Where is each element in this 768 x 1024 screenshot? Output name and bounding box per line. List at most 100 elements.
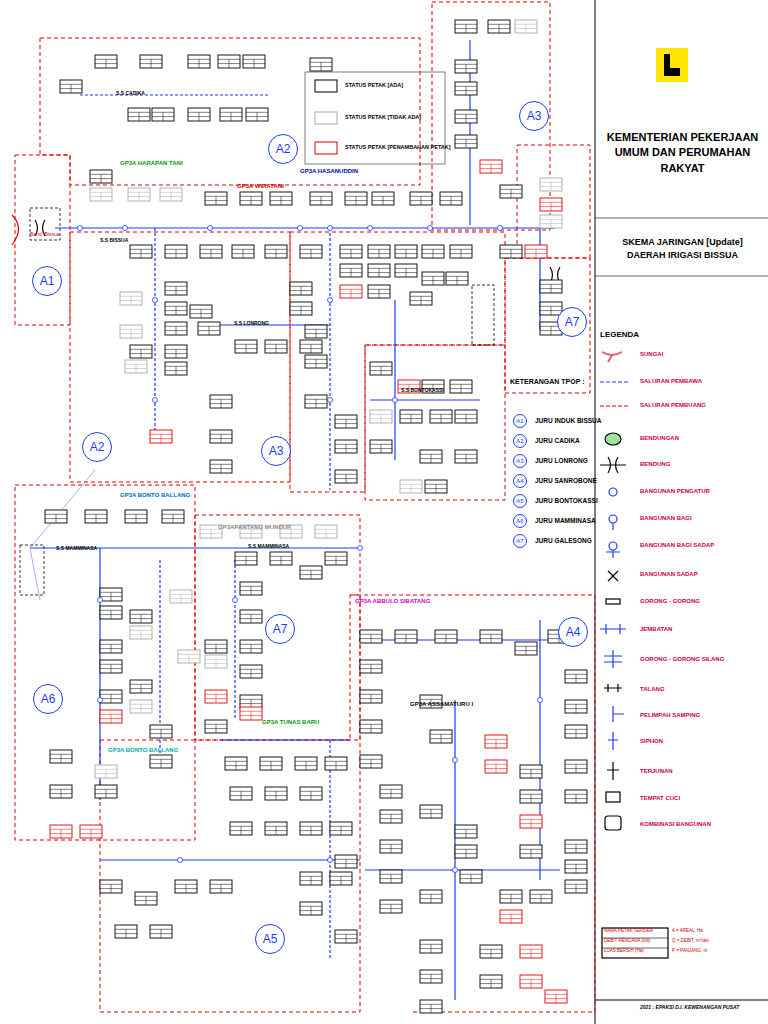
tertiary-block xyxy=(565,840,587,853)
tertiary-block xyxy=(370,410,392,423)
region-outline xyxy=(517,145,590,258)
tertiary-block-lines xyxy=(300,791,322,800)
tertiary-block-lines xyxy=(225,761,247,770)
map-label: GP3A TUNAS BARU xyxy=(262,719,319,726)
tertiary-block xyxy=(178,650,200,663)
tertiary-block-lines xyxy=(95,789,117,798)
tertiary-block xyxy=(170,590,192,603)
tertiary-block xyxy=(100,606,122,619)
map-label: P = PANJANG, m xyxy=(672,949,707,954)
tertiary-block-lines xyxy=(345,196,367,205)
tertiary-block xyxy=(246,108,268,121)
tertiary-block-lines xyxy=(420,1004,442,1013)
tertiary-block xyxy=(300,245,322,258)
tertiary-block xyxy=(50,750,72,763)
tertiary-block-lines xyxy=(430,414,452,423)
map-label: GP3A HASANUDDIN xyxy=(300,168,358,175)
tertiary-block-lines xyxy=(100,714,122,723)
tertiary-block-lines xyxy=(450,249,472,258)
structure-symbol xyxy=(233,598,238,603)
tertiary-block xyxy=(335,415,357,428)
tertiary-block-lines xyxy=(540,284,562,293)
tertiary-block xyxy=(520,790,542,803)
node-box: A2JURU CADIKA xyxy=(513,434,527,448)
tertiary-block xyxy=(488,20,510,33)
tertiary-block-lines xyxy=(50,789,72,798)
tertiary-block-lines xyxy=(140,59,162,68)
tertiary-block-lines xyxy=(340,268,362,277)
tertiary-block xyxy=(455,845,477,858)
structure-symbol xyxy=(538,698,543,703)
structure-symbol xyxy=(358,546,363,551)
tertiary-block xyxy=(430,730,452,743)
tertiary-block-lines xyxy=(305,329,327,338)
tertiary-block xyxy=(165,322,187,335)
map-label: GP3A HARAPAN TANI xyxy=(120,160,183,167)
tertiary-block xyxy=(360,690,382,703)
tertiary-block xyxy=(330,822,352,835)
tertiary-block-lines xyxy=(340,289,362,298)
tertiary-block xyxy=(480,160,502,173)
tertiary-block xyxy=(130,610,152,623)
tertiary-block xyxy=(370,362,392,375)
tertiary-block xyxy=(205,655,227,668)
title-divider xyxy=(595,276,768,277)
tertiary-block xyxy=(240,192,262,205)
map-label: 2021 : EPAKSI D.I. KEWENANGAN PUSAT xyxy=(640,1005,739,1011)
map-label: S.S MAMMINASA xyxy=(248,544,289,550)
tertiary-block-lines xyxy=(500,189,522,198)
tertiary-block-lines xyxy=(565,884,587,893)
tertiary-block-lines xyxy=(520,979,542,988)
carrier-canal xyxy=(539,620,540,880)
tertiary-block-lines xyxy=(330,826,352,835)
tertiary-block-lines xyxy=(150,729,172,738)
tertiary-block-lines xyxy=(80,829,102,838)
tertiary-block-lines xyxy=(130,704,152,713)
tertiary-block xyxy=(305,395,327,408)
region-circle: A3 xyxy=(513,454,527,468)
node-box: A3 xyxy=(519,101,549,131)
map-label: S.S CADIKA xyxy=(116,91,145,97)
tertiary-block-lines xyxy=(135,896,157,905)
structure-symbol xyxy=(328,226,333,231)
tertiary-block-lines xyxy=(200,529,222,538)
map-label: KETERANGAN TPOP : xyxy=(510,378,585,386)
tertiary-block xyxy=(420,970,442,983)
tertiary-block xyxy=(430,410,452,423)
tertiary-block-lines xyxy=(310,62,332,71)
tertiary-block-lines xyxy=(300,876,322,885)
title-divider xyxy=(595,218,768,219)
tertiary-block-lines xyxy=(455,139,477,148)
legend-text: SIPHON xyxy=(640,738,663,745)
tertiary-block-lines xyxy=(480,634,502,643)
tertiary-block-lines xyxy=(335,419,357,428)
tertiary-block xyxy=(100,660,122,673)
tertiary-block xyxy=(395,630,417,643)
tertiary-block-lines xyxy=(380,904,402,913)
structure-sample xyxy=(609,515,617,523)
tertiary-block-lines xyxy=(305,359,327,368)
tertiary-block-lines xyxy=(120,296,142,305)
structure-symbol xyxy=(153,298,158,303)
tertiary-block xyxy=(225,757,247,770)
tertiary-block xyxy=(240,707,262,720)
tpop-name: JURU SANROBONE xyxy=(535,477,597,484)
tertiary-block xyxy=(205,690,227,703)
tertiary-block xyxy=(455,135,477,148)
tertiary-block-lines xyxy=(232,249,254,258)
legend-text: TALANG xyxy=(640,686,665,693)
tertiary-block xyxy=(565,880,587,893)
crossing-sample xyxy=(604,650,622,668)
structure-sample xyxy=(609,488,617,496)
region-circle: A5 xyxy=(513,494,527,508)
tertiary-block xyxy=(165,302,187,315)
map-label: A = AREAL, Ha xyxy=(672,929,703,934)
tertiary-block xyxy=(420,890,442,903)
tertiary-block xyxy=(400,480,422,493)
tertiary-block-lines xyxy=(265,791,287,800)
tertiary-block xyxy=(130,680,152,693)
tertiary-block-lines xyxy=(565,674,587,683)
map-label: GP3A ASSAMATURU I xyxy=(410,701,473,708)
carrier-canal xyxy=(329,740,330,960)
